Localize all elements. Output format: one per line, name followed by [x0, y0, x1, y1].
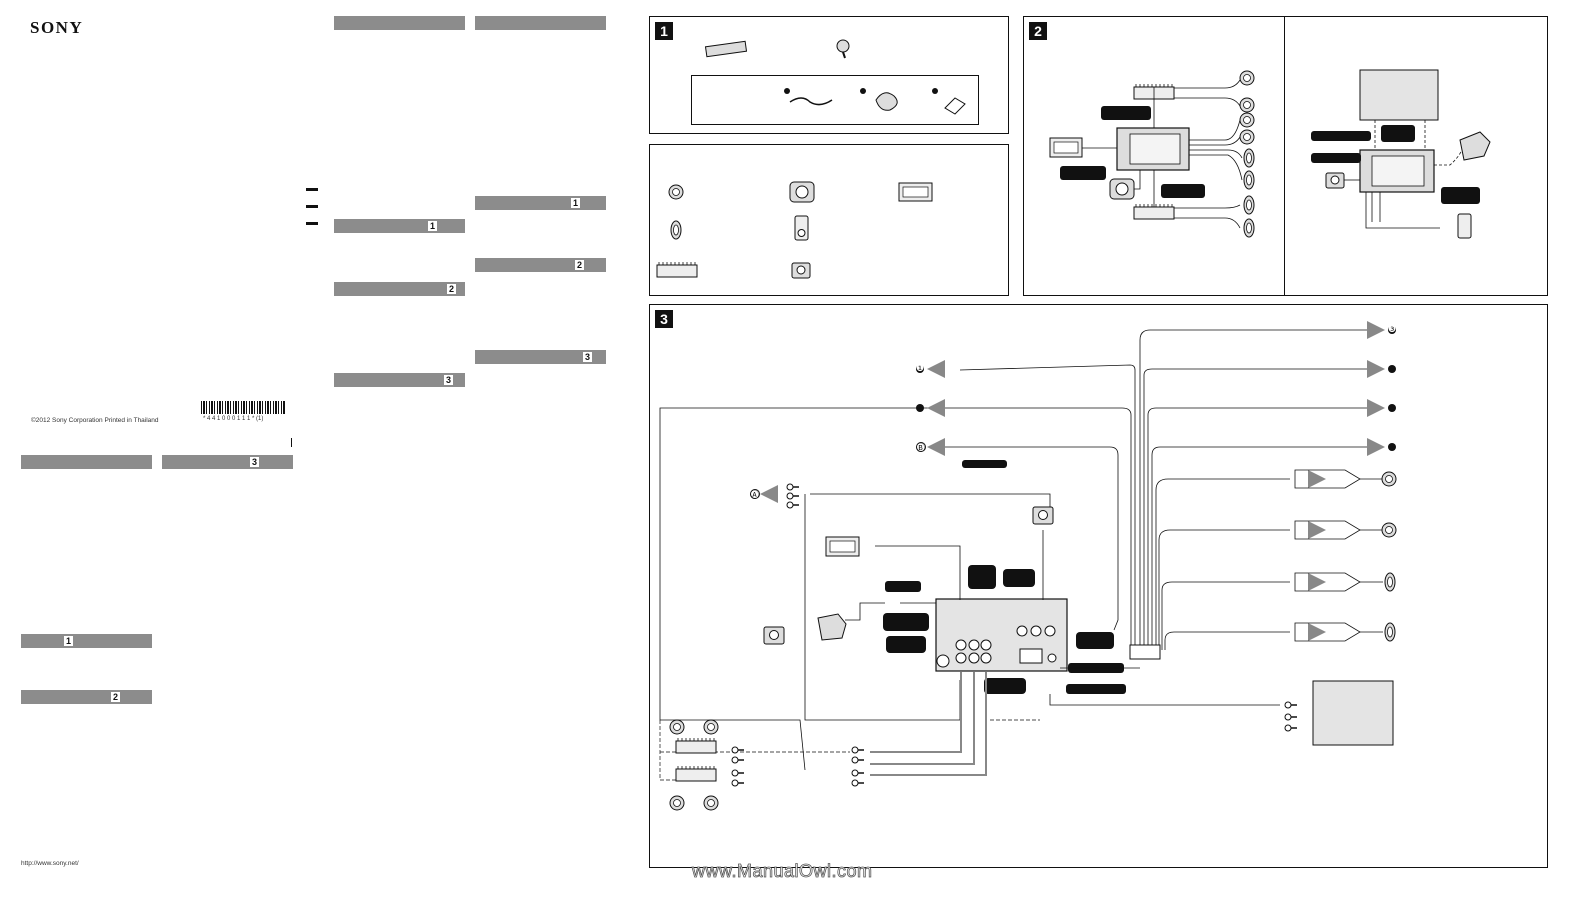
screw-icon [836, 39, 850, 59]
panel-number: 3 [655, 310, 673, 328]
section-number: 1 [571, 198, 580, 208]
sony-logo: SONY [30, 18, 84, 37]
section-number: 2 [575, 260, 584, 270]
section-number: 3 [583, 352, 592, 362]
heading-bar [475, 16, 606, 30]
heading-bar [334, 16, 465, 30]
section-number: 1 [428, 221, 437, 231]
section-number: 3 [250, 457, 259, 467]
wiring-diagram-panel: 3 [649, 304, 1548, 868]
heading-bar-3: 3 [475, 350, 606, 364]
section-number: 2 [111, 692, 120, 702]
copyright: ©2012 Sony Corporation Printed in Thaila… [31, 417, 159, 424]
heading-bar-2: 2 [475, 258, 606, 272]
output-label-3: ❸ [1388, 324, 1397, 334]
section-number: 3 [444, 375, 453, 385]
heading-bar-1: 1 [21, 634, 152, 648]
watermark: www.ManualOwl.com [692, 861, 873, 882]
heading-bar-2: 2 [334, 282, 465, 296]
heading-bar-1: 1 [475, 196, 606, 210]
section-number: 2 [447, 284, 456, 294]
section-number: 1 [64, 636, 73, 646]
panel-number: 1 [655, 22, 673, 40]
heading-bar-1: 1 [334, 219, 465, 233]
heading-bar-3: 3 [162, 455, 293, 469]
wire-harness-icon [704, 40, 748, 58]
barcode [201, 401, 285, 414]
barcode-number: * 4 4 1 0 0 0 1 1 1 * (1) [203, 416, 264, 422]
section-markers [306, 188, 318, 225]
heading-bar-3: 3 [334, 373, 465, 387]
parts-list-panel: 1 [649, 16, 1009, 134]
sony-url[interactable]: http://www.sony.net/ [21, 860, 79, 867]
heading-bar [21, 455, 152, 469]
divider [291, 438, 292, 447]
heading-bar-2: 2 [21, 690, 152, 704]
panel-number: 2 [1029, 22, 1047, 40]
input-label-a: Ⓐ [750, 490, 760, 500]
output-label-1: ❶ [916, 363, 925, 373]
supplied-parts-frame [691, 75, 979, 125]
input-label-b: Ⓑ [916, 443, 926, 453]
optional-equipment-panel [649, 144, 1009, 296]
